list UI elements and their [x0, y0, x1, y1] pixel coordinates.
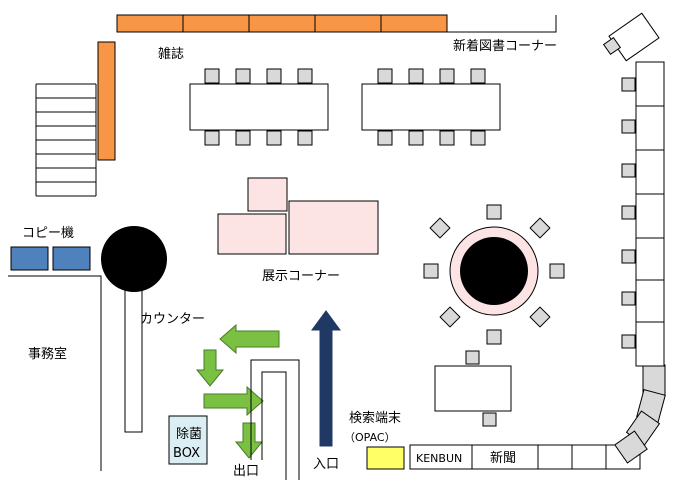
counter: [124, 269, 143, 433]
exit-partition: [250, 359, 300, 480]
newspaper-shelf: [471, 444, 539, 470]
sterilizer-box: [168, 415, 208, 465]
staircase: [35, 83, 97, 197]
office-label: 事務室: [28, 346, 67, 362]
newspaper-label: 新聞: [490, 450, 516, 466]
corner-curved-shelf: [614, 364, 666, 464]
guide-arrows: [195, 323, 280, 459]
small-table: [434, 350, 512, 427]
top-shelf-orange: [116, 14, 448, 33]
entrance-label: 入口: [313, 457, 339, 472]
arrow-down-icon: [195, 349, 225, 387]
exhibit-stand-right: [288, 200, 379, 255]
counter-label: カウンター: [140, 312, 205, 327]
reading-table-right: [361, 68, 501, 146]
office-wall: [8, 275, 102, 471]
kenbun-label: KENBUN: [416, 452, 462, 465]
top-right-unit: [602, 12, 660, 62]
right-wall-shelves: [621, 61, 665, 367]
sterilizer-label-line1: 除菌: [176, 427, 202, 442]
copier-2: [52, 246, 91, 271]
opac-label: （OPAC）: [344, 431, 396, 444]
kenbun-shelf: [409, 444, 473, 470]
top-shelf: [116, 14, 557, 33]
entrance-arrow-icon: [311, 310, 341, 447]
chairs: [423, 204, 565, 345]
counter-pillar: [101, 226, 167, 292]
table: [434, 365, 512, 412]
exhibit-corner: [217, 177, 379, 255]
table: [361, 83, 501, 131]
magazines-label: 雑誌: [158, 46, 184, 62]
search-terminal-label: 検索端末: [349, 411, 401, 426]
exhibit-stand-left: [217, 213, 287, 255]
bottom-shelves: [537, 444, 641, 470]
new-books-corner-label: 新着図書コーナー: [453, 38, 557, 54]
copier-1: [10, 246, 49, 271]
opac-terminal: [366, 446, 405, 470]
reading-table-left: [189, 68, 329, 146]
magazine-shelf: [97, 41, 116, 161]
round-table: [423, 204, 565, 345]
table-pillar: [460, 237, 528, 305]
chairs: [377, 68, 486, 146]
arrow-down-exit-icon: [234, 422, 264, 459]
exit-label: 出口: [233, 464, 259, 479]
arrow-right-icon: [203, 385, 264, 417]
arrow-left-icon: [219, 323, 280, 355]
new-books-shelf-outline: [446, 15, 557, 33]
table: [189, 83, 329, 131]
copier-label: コピー機: [22, 226, 74, 241]
exhibit-corner-label: 展示コーナー: [262, 269, 340, 284]
chairs: [204, 68, 313, 146]
sterilizer-label-line2: BOX: [173, 446, 200, 461]
exit-partition-inner: [261, 371, 287, 480]
exhibit-stand-small: [247, 177, 288, 212]
